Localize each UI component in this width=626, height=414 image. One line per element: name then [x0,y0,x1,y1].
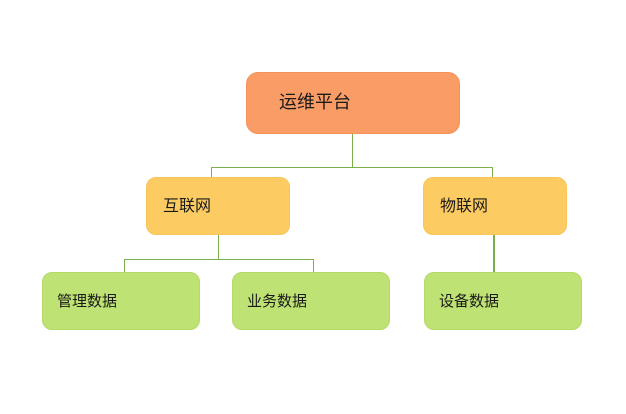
node-iot-label: 物联网 [440,196,489,216]
node-iot[interactable]: 物联网 [423,177,567,235]
node-business-data-label: 业务数据 [247,291,308,310]
connector-root-to-internet [211,167,212,178]
connector-internet-stem [218,235,219,260]
node-device-data[interactable]: 设备数据 [424,272,582,330]
connector-root-stem [352,134,353,168]
connector-internet-horizontal [124,259,314,260]
node-root-platform[interactable]: 运维平台 [246,72,460,134]
connector-internet-to-mgmt-data [124,259,125,273]
connector-internet-to-biz-data [313,259,314,273]
node-root-platform-label: 运维平台 [279,92,351,114]
connector-iot-to-device-data [493,235,495,273]
connector-root-to-iot [492,167,493,178]
node-management-data-label: 管理数据 [57,291,118,310]
connector-root-horizontal [211,167,493,168]
node-internet[interactable]: 互联网 [146,177,290,235]
node-business-data[interactable]: 业务数据 [232,272,390,330]
node-device-data-label: 设备数据 [439,291,500,310]
node-management-data[interactable]: 管理数据 [42,272,200,330]
node-internet-label: 互联网 [163,196,212,216]
